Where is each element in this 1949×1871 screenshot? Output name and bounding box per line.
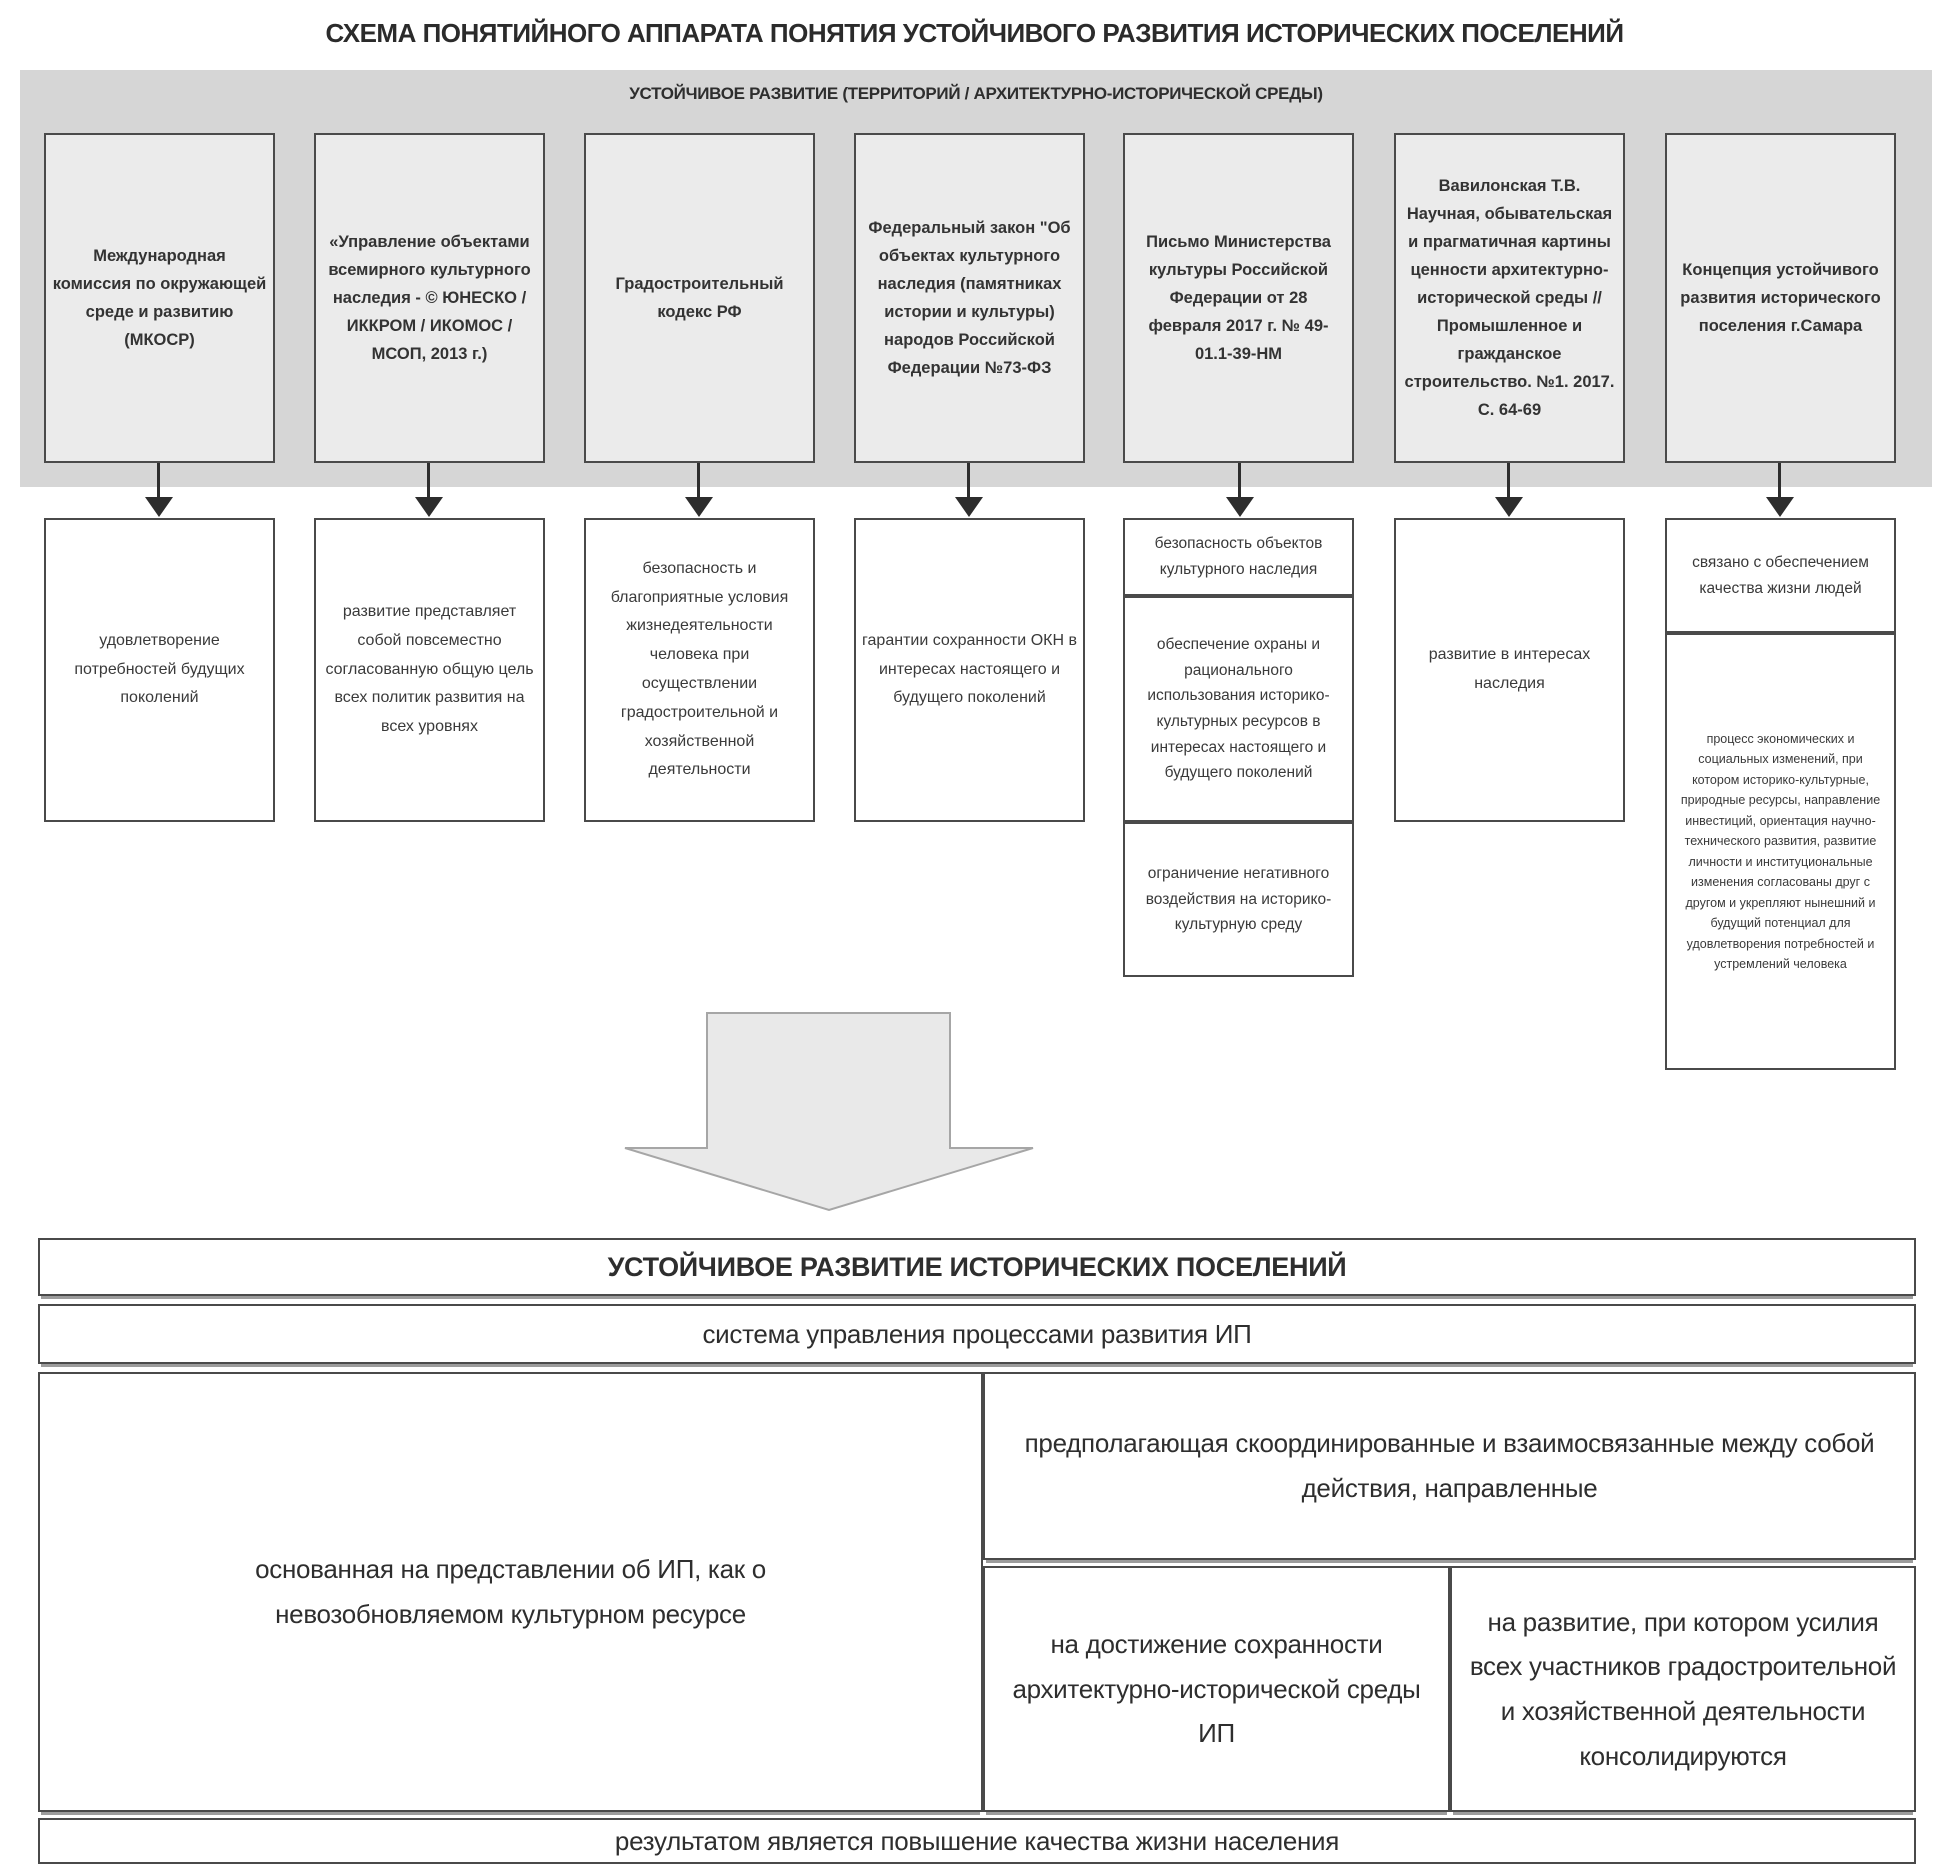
arrow-head bbox=[1495, 497, 1523, 517]
big-down-arrow-icon bbox=[624, 1012, 1034, 1212]
source-box-unesco: «Управление объектами всемирного культур… bbox=[314, 133, 545, 463]
down-arrow-icon bbox=[684, 463, 714, 517]
result-left-cell: основанная на представлении об ИП, как о… bbox=[38, 1372, 983, 1812]
def-box-samara-1: связано с обеспечением качества жизни лю… bbox=[1665, 518, 1896, 633]
result-left-text: основанная на представлении об ИП, как о… bbox=[255, 1553, 766, 1630]
arrow-head bbox=[415, 497, 443, 517]
source-box-gradkodeks: Градостроительный кодекс РФ bbox=[584, 133, 815, 463]
result-system-row: система управления процессами развития И… bbox=[38, 1304, 1916, 1364]
down-arrow-icon bbox=[414, 463, 444, 517]
arrow-stem bbox=[1507, 463, 1510, 499]
down-arrow-icon bbox=[144, 463, 174, 517]
arrow-stem bbox=[1778, 463, 1781, 499]
arrow-head bbox=[145, 497, 173, 517]
source-box-mkosr: Международная комиссия по окружающей сре… bbox=[44, 133, 275, 463]
result-header: УСТОЙЧИВОЕ РАЗВИТИЕ ИСТОРИЧЕСКИХ ПОСЕЛЕН… bbox=[38, 1238, 1916, 1296]
def-box-vavilonskaya: развитие в интересах наследия bbox=[1394, 518, 1625, 822]
down-arrow-icon bbox=[1225, 463, 1255, 517]
arrow-stem bbox=[157, 463, 160, 499]
result-bottom-right-cell: на развитие, при котором усилия всех уча… bbox=[1450, 1566, 1916, 1812]
source-box-minkult-letter: Письмо Министерства культуры Российской … bbox=[1123, 133, 1354, 463]
def-box-unesco: развитие представляет собой повсеместно … bbox=[314, 518, 545, 822]
def-box-minkult-3: ограничение негативного воздействия на и… bbox=[1123, 822, 1354, 977]
arrow-stem bbox=[697, 463, 700, 499]
def-box-samara-2: процесс экономических и социальных измен… bbox=[1665, 633, 1896, 1070]
arrow-head bbox=[1766, 497, 1794, 517]
source-box-fz73: Федеральный закон "Об объектах культурно… bbox=[854, 133, 1085, 463]
def-box-minkult-2: обеспечение охраны и рационального испол… bbox=[1123, 596, 1354, 822]
down-arrow-icon bbox=[954, 463, 984, 517]
result-bottom-left-text: на достижение сохранности архитектурно-и… bbox=[1012, 1628, 1421, 1749]
down-arrow-icon bbox=[1765, 463, 1795, 517]
down-arrow-icon bbox=[1494, 463, 1524, 517]
arrow-head bbox=[685, 497, 713, 517]
result-right-top-cell: предполагающая скоординированные и взаим… bbox=[983, 1372, 1916, 1560]
source-box-samara-concept: Концепция устойчивого развития историчес… bbox=[1665, 133, 1896, 463]
arrow-stem bbox=[967, 463, 970, 499]
def-box-mkosr: удовлетворение потребностей будущих поко… bbox=[44, 518, 275, 822]
page-title: СХЕМА ПОНЯТИЙНОГО АППАРАТА ПОНЯТИЯ УСТОЙ… bbox=[325, 18, 1624, 48]
source-box-vavilonskaya: Вавилонская Т.В. Научная, обывательская … bbox=[1394, 133, 1625, 463]
arrow-head bbox=[955, 497, 983, 517]
def-box-minkult-1: безопасность объектов культурного наслед… bbox=[1123, 518, 1354, 596]
result-right-top-text: предполагающая скоординированные и взаим… bbox=[1024, 1427, 1875, 1504]
arrow-head bbox=[1226, 497, 1254, 517]
arrow-stem bbox=[1238, 463, 1241, 499]
banner-title: УСТОЙЧИВОЕ РАЗВИТИЕ (ТЕРРИТОРИЙ / АРХИТЕ… bbox=[629, 84, 1323, 103]
result-footer: результатом является повышение качества … bbox=[38, 1818, 1916, 1864]
def-box-fz73: гарантии сохранности ОКН в интересах нас… bbox=[854, 518, 1085, 822]
def-box-gradkodeks: безопасность и благоприятные условия жиз… bbox=[584, 518, 815, 822]
result-bottom-right-text: на развитие, при котором усилия всех уча… bbox=[1469, 1606, 1897, 1771]
arrow-stem bbox=[427, 463, 430, 499]
result-bottom-left-cell: на достижение сохранности архитектурно-и… bbox=[983, 1566, 1450, 1812]
